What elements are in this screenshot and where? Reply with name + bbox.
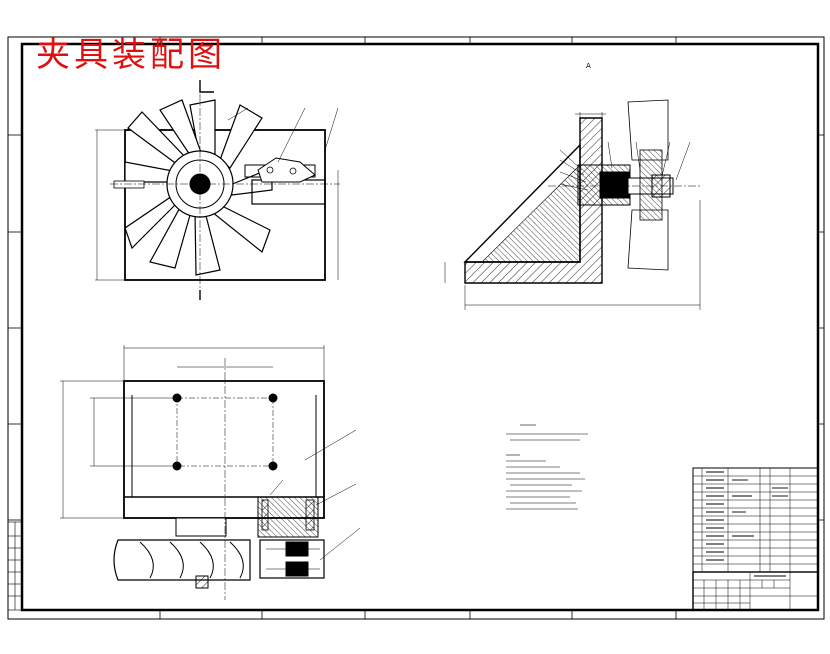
front-view [95, 80, 340, 300]
top-view [60, 345, 361, 600]
zone-markers [8, 37, 824, 619]
view-label: A [586, 62, 591, 70]
left-revision-block [7, 521, 23, 611]
parts-list [692, 467, 819, 611]
technical-notes [506, 424, 588, 510]
sheet-border [7, 36, 825, 620]
side-section-view [444, 99, 701, 310]
drawing-title: 夹具装配图 [36, 35, 226, 75]
